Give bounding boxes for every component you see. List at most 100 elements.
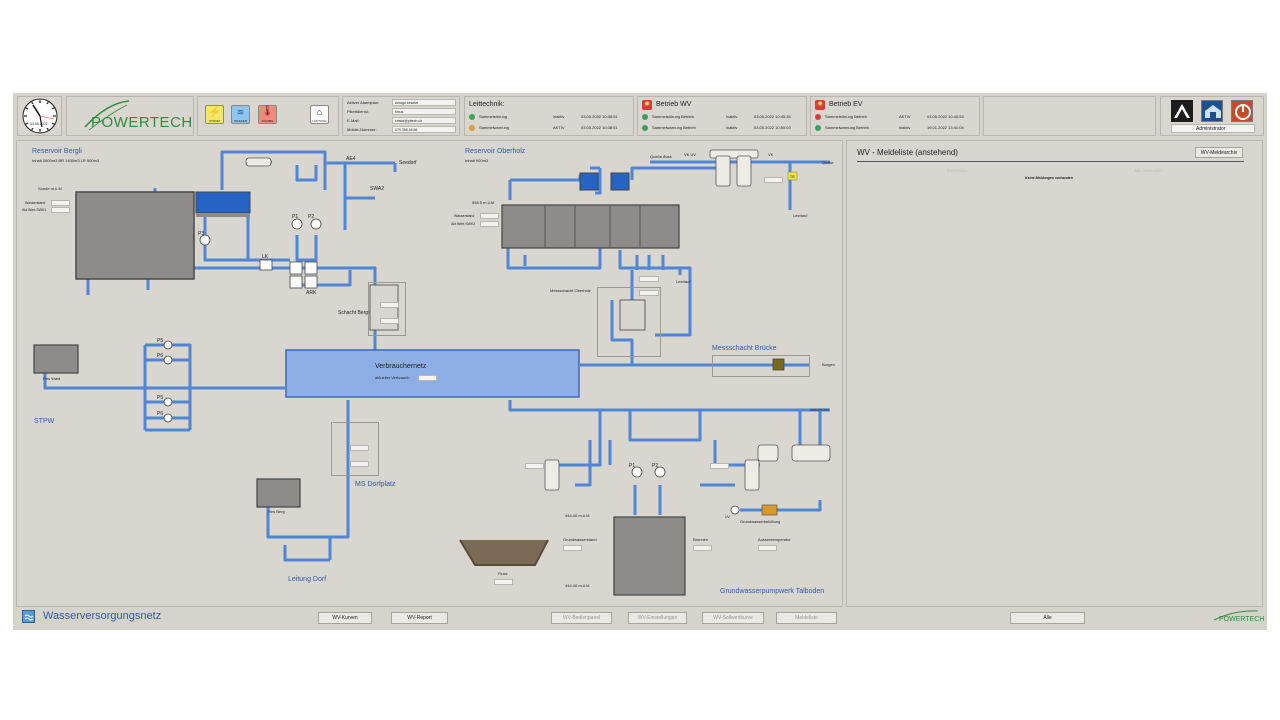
belueftung-label: Grundwasserbelüftung — [740, 519, 781, 524]
waerme-icon[interactable]: 🌡WÄRME — [258, 105, 277, 124]
wasserstand-value — [51, 200, 70, 206]
facility-icon[interactable] — [1201, 100, 1223, 122]
alarm-status: AKTIV — [553, 125, 565, 130]
quelle-value — [764, 177, 783, 183]
wv-sollwertkurve-button[interactable]: WV-Sollwertkurve — [702, 612, 764, 624]
alarm-status: inaktiv — [553, 114, 565, 119]
water-network-icon — [22, 610, 35, 623]
messschacht-oberholz-label: Messschacht Oberholz — [550, 288, 591, 293]
wasserstand2-label: Wasserstand — [454, 214, 475, 218]
leittechnik-title: Leittechnik: — [469, 101, 505, 108]
fluss-label: Fluss — [498, 571, 508, 576]
footer-logo-text: POWERTECH — [1219, 616, 1265, 623]
wv-einstellungen-button[interactable]: WV-Einstellungen — [628, 612, 687, 624]
vkuv-label: VK UV — [684, 152, 697, 157]
alarm-time: 03.05.2022 10:50:03 — [754, 125, 791, 130]
reservoir-bergli-title: Reservoir Bergli — [32, 148, 82, 155]
schacht-bergli-label: Schacht Bergli — [338, 310, 371, 316]
reservoir-bergli-inhalt: Inhalt 2600m3 BR 1400m3 LR 500m3 — [32, 158, 100, 163]
status-dot — [642, 125, 648, 131]
quellzufluss-label: Quellzufluss — [650, 154, 672, 159]
lueftung-icon[interactable]: ⌂LÜFTUNG — [310, 105, 329, 124]
pump-label: P6 — [157, 411, 164, 417]
leittechnik-panel: Leittechnik: Sammelstörung inaktiv 03.05… — [464, 96, 634, 136]
alarm-name: Sammelstörung Betrieb — [652, 114, 694, 119]
powertech-logo-icon — [84, 100, 130, 131]
status-dot — [469, 114, 475, 120]
dorfplatz-value2 — [350, 461, 369, 467]
pump-p2-talboden-label: P2 — [652, 463, 659, 469]
contact-label: Mobile-Nummer: — [347, 127, 377, 132]
clock-panel: 03.05.2022 — [17, 96, 62, 136]
wv-bedienpanel-button[interactable]: WV-Bedienpanel — [551, 612, 612, 624]
netz-title: Verbrauchernetz — [375, 363, 427, 370]
akt-wert2-label: Akt.Wert SWK2 — [451, 222, 476, 226]
wv-meldearchiv-button[interactable]: WV-Meldearchiv — [1195, 147, 1243, 158]
strom-icon[interactable]: ⚡STROM — [205, 105, 224, 124]
alarm-status: inaktiv — [726, 125, 738, 130]
leerlauf-label: Leerlauf — [793, 213, 808, 218]
logout-icon[interactable] — [1231, 100, 1253, 122]
tools-panel: ⚡STROM ≋WASSER 🌡WÄRME ⌂LÜFTUNG — [197, 96, 339, 136]
swa2-label: SWA2 — [370, 186, 384, 192]
pump-p1-label: P1 — [292, 214, 299, 220]
schacht-bergli-frame — [368, 282, 406, 336]
messschacht-oberholz-frame — [597, 287, 661, 357]
fluss-value — [494, 579, 513, 585]
alarmplan-field: Anlage besetzt — [392, 99, 456, 106]
user-panel: Administrator — [1160, 96, 1264, 136]
leerlauf2-label: Leerlauf — [676, 279, 691, 284]
alarm-bell-icon: ✹ — [815, 100, 825, 110]
wv-kurven-button[interactable]: WV-Kurven — [318, 612, 372, 624]
alarm-name: Sammelwarnung Betrieb — [825, 125, 869, 130]
messschacht-bruecke-title: Messschacht Brücke — [712, 345, 777, 352]
alarm-name: Sammelwarnung Betrieb — [652, 125, 696, 130]
wasser-icon[interactable]: ≋WASSER — [231, 105, 250, 124]
alarm-time: 03.05.2022 10:38:51 — [581, 125, 618, 130]
kote1-label: 444.40 m.ü.M — [565, 513, 590, 518]
schacht-bergli-value2 — [380, 318, 399, 324]
meldungszeit-header: MELDUNGSZEIT — [1135, 169, 1163, 173]
talboden-value1 — [525, 463, 544, 469]
ms-dorfplatz-title: MS Dorfplatz — [355, 481, 396, 488]
uv-label: UV — [725, 515, 730, 519]
dorfplatz-value — [350, 445, 369, 451]
alarm-status: inaktiv — [899, 125, 911, 130]
sonde-label: Sonde m.ü.M — [38, 186, 62, 191]
oberholz-flow-value2 — [639, 290, 659, 296]
logo-text: POWERTECH — [91, 114, 193, 131]
wasserstand2-value — [480, 213, 499, 219]
seedorf-label: Seedorf — [399, 160, 417, 166]
ae4-label: AE4 — [346, 156, 356, 162]
alle-button[interactable]: Alle — [1010, 612, 1085, 624]
contact-label: Aktiver Alarmplan: — [347, 100, 380, 105]
clock-icon — [22, 98, 58, 134]
empty-panel — [983, 96, 1156, 136]
netz-value — [418, 375, 437, 381]
pump-label: P5 — [157, 395, 164, 401]
home-icon[interactable] — [1171, 100, 1193, 122]
wasserstand-label: Wasserstand — [25, 201, 46, 205]
messschacht-bruecke-frame — [712, 355, 810, 377]
reservoir-oberholz-title: Reservoir Oberholz — [465, 148, 526, 155]
meldeliste-panel: WV - Meldeliste (anstehend) WV-Meldearch… — [846, 140, 1263, 607]
grundwasserstand-value — [563, 545, 582, 551]
tr-label: TR — [790, 175, 795, 179]
stpw-title: STPW — [34, 418, 55, 425]
alarm-time: 03.05.2022 10:45:35 — [754, 114, 791, 119]
meldeliste-button[interactable]: Meldeliste — [776, 612, 837, 624]
status-dot — [815, 114, 821, 120]
wagrom-label: WAGROM — [810, 407, 829, 412]
aussentemp-label: Aussentemperatur — [758, 537, 791, 542]
res-berg-label: Res Berg — [268, 509, 285, 514]
pump-label: P6 — [157, 353, 164, 359]
user-field: Administrator — [1171, 124, 1255, 133]
res-wald-label: Res Wald — [43, 376, 61, 381]
vk-label: VK — [768, 152, 774, 157]
logo-panel: POWERTECH — [66, 96, 194, 136]
betrieb-wv-title: Betrieb WV — [656, 101, 692, 108]
akt-wert2-value — [480, 221, 499, 227]
wv-report-button[interactable]: WV-Report — [391, 612, 448, 624]
aussentemp-value — [758, 545, 777, 551]
kote2-label: 444.40 m.ü.M — [565, 583, 590, 588]
